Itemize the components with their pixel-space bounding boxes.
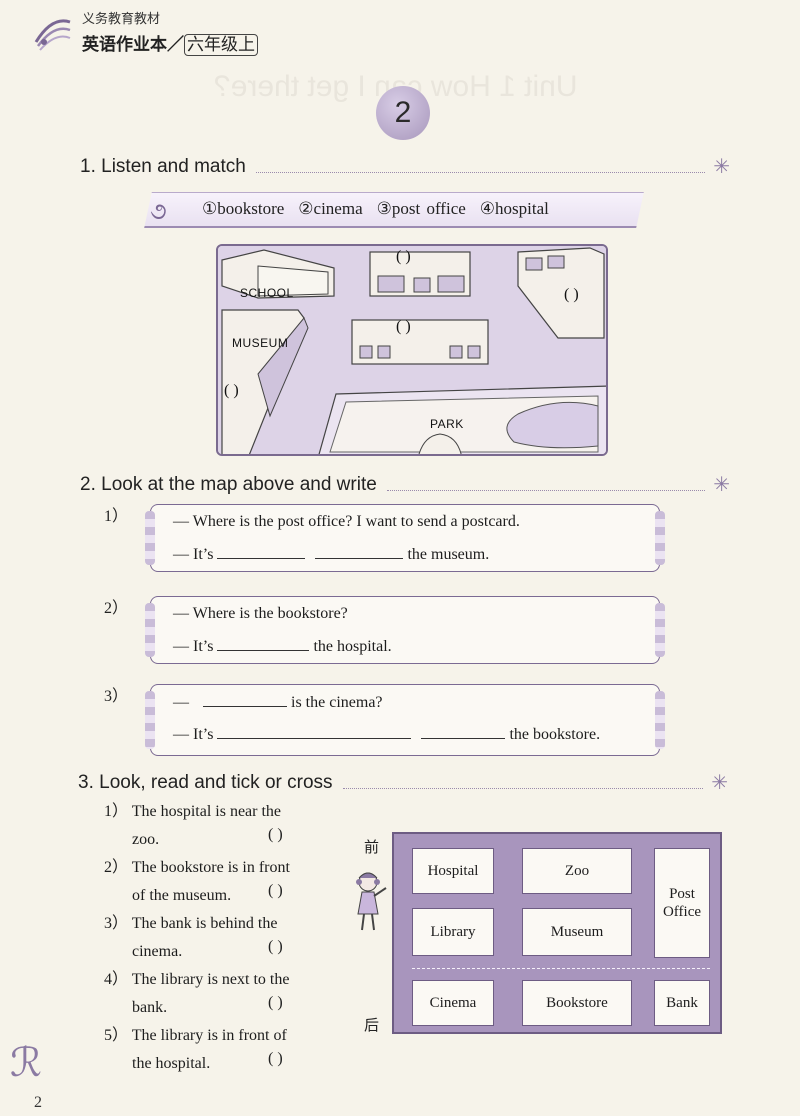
item-number: 3） <box>104 688 129 705</box>
town-map: SCHOOL MUSEUM PARK ( ) ( ) ( ) ( ) <box>216 244 608 456</box>
word-bank-item: ①bookstore <box>202 199 285 218</box>
answer-blank[interactable] <box>203 693 287 707</box>
dialogue-question: — Where is the post office? I want to se… <box>173 513 520 530</box>
street-map: Hospital Zoo Post Office Library Museum … <box>392 832 722 1034</box>
statement-2: 2） The bookstore is in front of the muse… <box>104 859 290 904</box>
publisher-logo <box>34 19 71 51</box>
item-number: 2） <box>104 600 129 617</box>
dialogue-answer: — It’s the museum. <box>173 545 490 563</box>
answer-blank[interactable] <box>217 637 310 651</box>
statement-5: 5） The library is in front of the hospit… <box>104 1027 287 1072</box>
answer-slot-middle-building[interactable]: ( ) <box>396 318 411 335</box>
map-block-bank: Bank <box>654 980 710 1026</box>
page-number: 2 <box>34 1094 42 1111</box>
word-bank-item: ③post office <box>376 199 466 218</box>
section-3-heading: 3. Look, read and tick or cross✳ <box>78 771 728 795</box>
map-block-zoo: Zoo <box>522 848 632 894</box>
dialogue-answer: — It’s the hospital. <box>173 637 392 655</box>
word-bank-item: ④hospital <box>479 199 549 218</box>
map-label-school: SCHOOL <box>240 286 294 300</box>
map-label-museum: MUSEUM <box>232 336 289 350</box>
map-block-library: Library <box>412 908 494 956</box>
dialogue-answer: — It’s the bookstore. <box>173 725 601 743</box>
series-label: 义务教育教材 <box>82 12 161 27</box>
item-number: 1） <box>104 508 129 525</box>
answer-slot-top-building[interactable]: ( ) <box>396 248 411 265</box>
section-2-heading: 2. Look at the map above and write✳ <box>80 473 730 497</box>
map-block-bookstore: Bookstore <box>522 980 632 1026</box>
sparkle-icon: ✳ <box>711 772 728 794</box>
answer-blank[interactable] <box>217 725 412 739</box>
lesson-number-badge: 2 <box>376 86 430 140</box>
dialogue-scroll-1: — Where is the post office? I want to se… <box>145 504 665 572</box>
statement-3: 3） The bank is behind the cinema. <box>104 915 278 960</box>
map-label-park: PARK <box>430 417 464 431</box>
tick-cross-box[interactable]: ( ) <box>268 826 283 843</box>
map-block-post-office: Post Office <box>654 848 710 958</box>
grade-label: 六年级上 <box>184 34 258 56</box>
statement-4: 4） The library is next to the bank. <box>104 971 290 1016</box>
direction-back-label: 后 <box>364 1016 380 1034</box>
dialogue-question: — Where is the bookstore? <box>173 605 348 622</box>
sparkle-icon: ✳ <box>713 474 730 496</box>
answer-slot-left-building[interactable]: ( ) <box>224 382 239 399</box>
answer-blank[interactable] <box>217 545 306 559</box>
road-marking <box>412 968 710 969</box>
map-block-hospital: Hospital <box>412 848 494 894</box>
dialogue-question: — is the cinema? <box>173 693 383 711</box>
statement-1: 1） The hospital is near the zoo. <box>104 803 282 848</box>
map-block-cinema: Cinema <box>412 980 494 1026</box>
answer-blank[interactable] <box>315 545 404 559</box>
direction-front-label: 前 <box>364 838 380 856</box>
section-1-heading: 1. Listen and match✳ <box>80 155 730 179</box>
word-bank: ①bookstore ②cinema ③post office ④hospital <box>202 199 563 219</box>
sparkle-icon: ✳ <box>713 156 730 178</box>
swirl-icon: ૭ <box>150 197 167 225</box>
dialogue-scroll-3: — is the cinema? — It’s the bookstore. <box>145 684 665 756</box>
tick-cross-box[interactable]: ( ) <box>268 882 283 899</box>
tick-cross-box[interactable]: ( ) <box>268 994 283 1011</box>
tick-cross-box[interactable]: ( ) <box>268 1050 283 1067</box>
girl-figure-icon <box>356 872 387 931</box>
tick-cross-box[interactable]: ( ) <box>268 938 283 955</box>
answer-slot-right-building[interactable]: ( ) <box>564 286 579 303</box>
book-title: 英语作业本／六年级上 <box>82 30 258 56</box>
decorative-letter-icon: ℛ <box>10 1040 42 1086</box>
map-block-museum: Museum <box>522 908 632 956</box>
answer-blank[interactable] <box>421 725 506 739</box>
dialogue-scroll-2: — Where is the bookstore? — It’s the hos… <box>145 596 665 664</box>
word-bank-item: ②cinema <box>298 199 363 218</box>
